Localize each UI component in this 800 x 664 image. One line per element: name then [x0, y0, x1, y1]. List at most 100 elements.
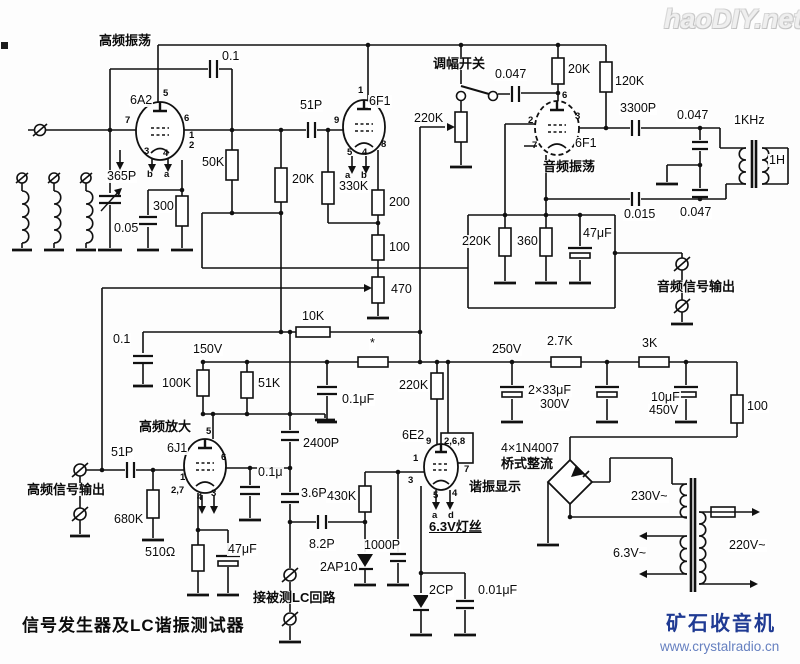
label-pin-6a2-1: 1	[189, 130, 195, 141]
label-sec-hf-amp: 高频放大	[138, 419, 193, 434]
resistor-10k	[295, 326, 331, 338]
tube-6f1-left-symbol	[342, 99, 386, 155]
label-lbl-filament: 6.3V灯丝	[428, 519, 483, 534]
label-tube-6f1-l: 6F1	[368, 94, 392, 108]
label-tube-6a2: 6A2	[129, 93, 154, 107]
label-pin-6f1l-8: 8	[381, 139, 387, 150]
label-res-220k-c: 220K	[398, 378, 430, 392]
resistor-220k-b	[498, 227, 512, 257]
label-cap-01-mid: 0.1	[112, 332, 132, 346]
label-cap-0047-sw: 0.047	[494, 67, 528, 81]
label-pin-6f1l-a: a	[345, 170, 351, 181]
label-res-20k-b: 20K	[567, 62, 592, 76]
label-pin-6e2-d: d	[448, 510, 454, 521]
label-pot-220k: 220K	[413, 111, 445, 125]
label-pin-6f1r-6: 6	[562, 90, 568, 101]
label-v-63: 6.3V~	[612, 546, 648, 560]
label-v-230: 230V~	[630, 489, 669, 503]
label-pin-6f1l-4: 4	[362, 147, 368, 158]
label-res-2k7: 2.7K	[546, 334, 574, 348]
label-diode-2cp: 2CP	[428, 583, 455, 597]
label-sec-res-disp: 谐振显示	[468, 479, 523, 494]
label-res-10k: 10K	[301, 309, 326, 323]
label-volt-250: 250V	[491, 342, 523, 356]
label-pin-6f1r-3: 3	[575, 111, 581, 122]
label-res-100k: 100K	[161, 376, 193, 390]
terminal-af-out-2	[673, 298, 691, 314]
label-pin-6a2-a: a	[164, 169, 170, 180]
label-pin-6e2-a: a	[432, 510, 438, 521]
buffer-section	[101, 45, 445, 470]
label-cap-01-top: 0.1	[221, 49, 241, 63]
label-sec-hf-osc: 高频振荡	[98, 33, 153, 48]
label-sec-hf-out: 高频信号输出	[26, 482, 107, 497]
label-pin-6e2-4: 4	[452, 488, 458, 499]
resistor-510	[191, 544, 205, 572]
label-sec-lc-loop: 接被测LC回路	[252, 590, 337, 605]
label-diode-2ap10: 2AP10	[319, 560, 359, 574]
plug-in-coils	[12, 183, 96, 252]
label-schematic-title: 信号发生器及LC谐振测试器	[22, 616, 245, 635]
tube-6f1-right-symbol	[534, 100, 580, 156]
label-cap-0047-c: 0.047	[676, 108, 710, 122]
label-pin-6e2-3: 3	[408, 475, 414, 486]
terminal	[32, 123, 48, 137]
label-pin-6j1-6: 6	[221, 452, 227, 463]
mains-transformer	[679, 478, 707, 592]
resistor-220k-c	[430, 372, 444, 400]
resistor-51k	[240, 371, 254, 399]
potentiometer-470	[371, 276, 385, 304]
label-cap-2400p: 2400P	[302, 436, 341, 450]
label-res-330k: 330K	[338, 179, 370, 193]
resistor-100k	[196, 369, 210, 397]
label-cap-3p6: 3.6P	[300, 486, 328, 500]
label-res-51k: 51K	[257, 376, 282, 390]
label-res-20k-a: 20K	[291, 172, 316, 186]
label-res-100-b: 100	[746, 399, 769, 413]
junction-dots	[99, 42, 703, 576]
label-cap-47uf-b: 47μF	[227, 542, 258, 556]
terminal	[47, 172, 61, 184]
label-pin-6j1-1: 1	[180, 472, 186, 483]
power-supply-section	[537, 457, 760, 592]
label-logo-url: www.crystalradio.cn	[660, 639, 780, 654]
label-cap-2x33: 2×33μF	[527, 383, 572, 397]
label-pin-6e2-5: 5	[433, 490, 439, 501]
label-res-220k-b: 220K	[461, 234, 493, 248]
label-pin-6f1l-1: 1	[358, 85, 364, 96]
label-pin-6a2-3: 3	[144, 146, 150, 157]
resistor-330k	[321, 171, 335, 205]
terminal-rf-out-1	[71, 462, 89, 478]
label-cap-10uf: 10μF	[650, 390, 681, 404]
label-pin-6a2-5: 5	[163, 88, 169, 99]
resistor-100a	[371, 234, 385, 261]
label-cap-51p-a: 51P	[299, 98, 324, 112]
label-res-3k: 3K	[641, 336, 659, 350]
resistor-360	[539, 227, 553, 257]
label-cap-01u: 0.1μ	[257, 465, 284, 479]
terminal-lc-1	[281, 567, 299, 583]
label-pin-6j1-5: 5	[206, 426, 212, 437]
label-freq-1khz: 1KHz	[733, 113, 766, 127]
resistor-430k	[358, 485, 372, 513]
switch-contact	[487, 90, 499, 102]
terminal-af-out-1	[673, 256, 691, 272]
label-res-star: *	[369, 336, 376, 350]
label-res-680k: 680K	[113, 512, 145, 526]
label-tube-6f1-r: 6F1	[574, 136, 598, 150]
label-tube-6e2: 6E2	[401, 428, 426, 442]
label-volt-150: 150V	[192, 342, 224, 356]
label-cap-8p2: 8.2P	[308, 537, 336, 551]
label-cap-51p-b: 51P	[110, 445, 135, 459]
label-res-510: 510Ω	[144, 545, 177, 559]
label-pin-6f1r-7: 7	[532, 140, 538, 151]
label-res-200: 200	[388, 195, 411, 209]
label-cap-2x33-v: 300V	[539, 397, 571, 411]
scan-artifact	[1, 42, 8, 49]
label-cap-365p: 365P	[106, 169, 138, 183]
resistor-120k	[599, 61, 613, 93]
resistor-200	[371, 189, 385, 216]
